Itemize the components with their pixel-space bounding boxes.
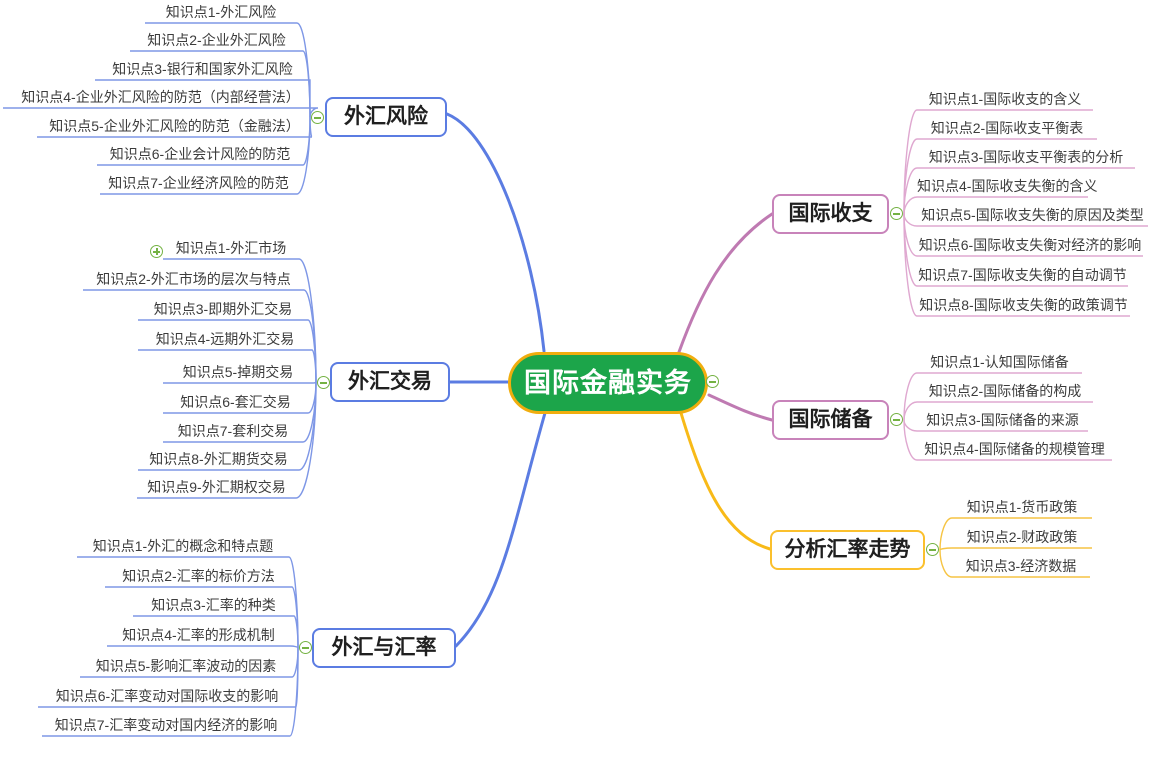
leaf-topic[interactable]: 知识点3-国际收支平衡表的分析 [928, 149, 1124, 165]
leaf-topic[interactable]: 知识点4-国际收支失衡的含义 [917, 178, 1098, 194]
leaf-topic[interactable]: 知识点9-外汇期权交易 [147, 479, 286, 495]
leaf-topic[interactable]: 知识点5-掉期交易 [182, 364, 294, 380]
leaf-topic[interactable]: 知识点1-外汇市场 [175, 240, 287, 256]
leaf-topic[interactable]: 知识点7-国际收支失衡的自动调节 [918, 267, 1127, 283]
leaf-topic[interactable]: 知识点2-国际收支平衡表 [930, 120, 1084, 136]
leaf-topic[interactable]: 知识点7-企业经济风险的防范 [108, 175, 289, 191]
leaf-topic[interactable]: 知识点3-经济数据 [965, 558, 1077, 574]
leaf-topic[interactable]: 知识点1-货币政策 [966, 499, 1078, 515]
leaf-topic[interactable]: 知识点3-国际储备的来源 [926, 412, 1079, 428]
collapse-minus-icon[interactable] [926, 543, 939, 556]
leaf-topic[interactable]: 知识点1-外汇风险 [165, 4, 277, 20]
collapse-minus-icon[interactable] [706, 375, 719, 388]
branch-curve-bop [677, 212, 774, 354]
leaf-topic[interactable]: 知识点2-国际储备的构成 [928, 383, 1082, 399]
leaf-topic[interactable]: 知识点2-财政政策 [966, 529, 1078, 545]
leaf-topic[interactable]: 知识点6-国际收支失衡对经济的影响 [918, 237, 1142, 253]
leaf-topic[interactable]: 知识点7-套利交易 [177, 423, 289, 439]
leaf-topic[interactable]: 知识点5-国际收支失衡的原因及类型 [921, 207, 1144, 223]
leaf-topic[interactable]: 知识点1-认知国际储备 [930, 354, 1069, 370]
topic-fx-rate[interactable]: 外汇与汇率 [312, 628, 456, 668]
leaf-topic[interactable]: 知识点7-汇率变动对国内经济的影响 [54, 717, 278, 733]
central-topic[interactable]: 国际金融实务 [508, 352, 708, 414]
leaf-topic[interactable]: 知识点5-企业外汇风险的防范（金融法） [49, 118, 300, 134]
branch-curve-fx-risk [445, 112, 546, 353]
leaf-topic[interactable]: 知识点2-企业外汇风险 [147, 32, 286, 48]
leaf-topic[interactable]: 知识点2-汇率的标价方法 [122, 568, 275, 584]
leaf-topic[interactable]: 知识点3-汇率的种类 [151, 597, 276, 613]
collapse-minus-icon[interactable] [317, 376, 330, 389]
leaf-topic[interactable]: 知识点2-外汇市场的层次与特点 [96, 271, 291, 287]
collapse-minus-icon[interactable] [890, 413, 903, 426]
collapse-minus-icon[interactable] [299, 641, 312, 654]
collapse-minus-icon[interactable] [890, 207, 903, 220]
leaf-topic[interactable]: 知识点3-银行和国家外汇风险 [112, 61, 293, 77]
leaf-topic[interactable]: 知识点6-汇率变动对国际收支的影响 [55, 688, 279, 704]
leaf-topic[interactable]: 知识点6-套汇交易 [180, 394, 291, 410]
leaf-topic[interactable]: 知识点4-企业外汇风险的防范（内部经营法） [21, 89, 300, 105]
leaf-topic[interactable]: 知识点1-外汇的概念和特点题 [92, 538, 274, 554]
expand-plus-icon[interactable] [150, 245, 163, 258]
topic-reserves[interactable]: 国际储备 [772, 400, 889, 440]
leaf-topic[interactable]: 知识点3-即期外汇交易 [153, 301, 293, 317]
leaf-topic[interactable]: 知识点5-影响汇率波动的因素 [95, 658, 277, 674]
leaf-topic[interactable]: 知识点6-企业会计风险的防范 [109, 146, 291, 162]
leaf-topic[interactable]: 知识点1-国际收支的含义 [928, 91, 1082, 107]
leaf-topic[interactable]: 知识点4-远期外汇交易 [155, 331, 295, 347]
collapse-minus-icon[interactable] [311, 111, 324, 124]
topic-fx-trading[interactable]: 外汇交易 [330, 362, 450, 402]
leaf-topic[interactable]: 知识点8-外汇期货交易 [149, 451, 288, 467]
topic-bop[interactable]: 国际收支 [772, 194, 889, 234]
topic-trend[interactable]: 分析汇率走势 [770, 530, 925, 570]
leaf-topic[interactable]: 知识点8-国际收支失衡的政策调节 [919, 297, 1128, 313]
leaf-topic[interactable]: 知识点4-国际储备的规模管理 [924, 441, 1105, 457]
branch-curve-fx-rate [454, 411, 547, 648]
branch-curve-reserves [707, 393, 774, 422]
leaf-topic[interactable]: 知识点4-汇率的形成机制 [122, 627, 275, 643]
branch-curve-trend [679, 411, 772, 551]
topic-fx-risk[interactable]: 外汇风险 [325, 97, 447, 137]
